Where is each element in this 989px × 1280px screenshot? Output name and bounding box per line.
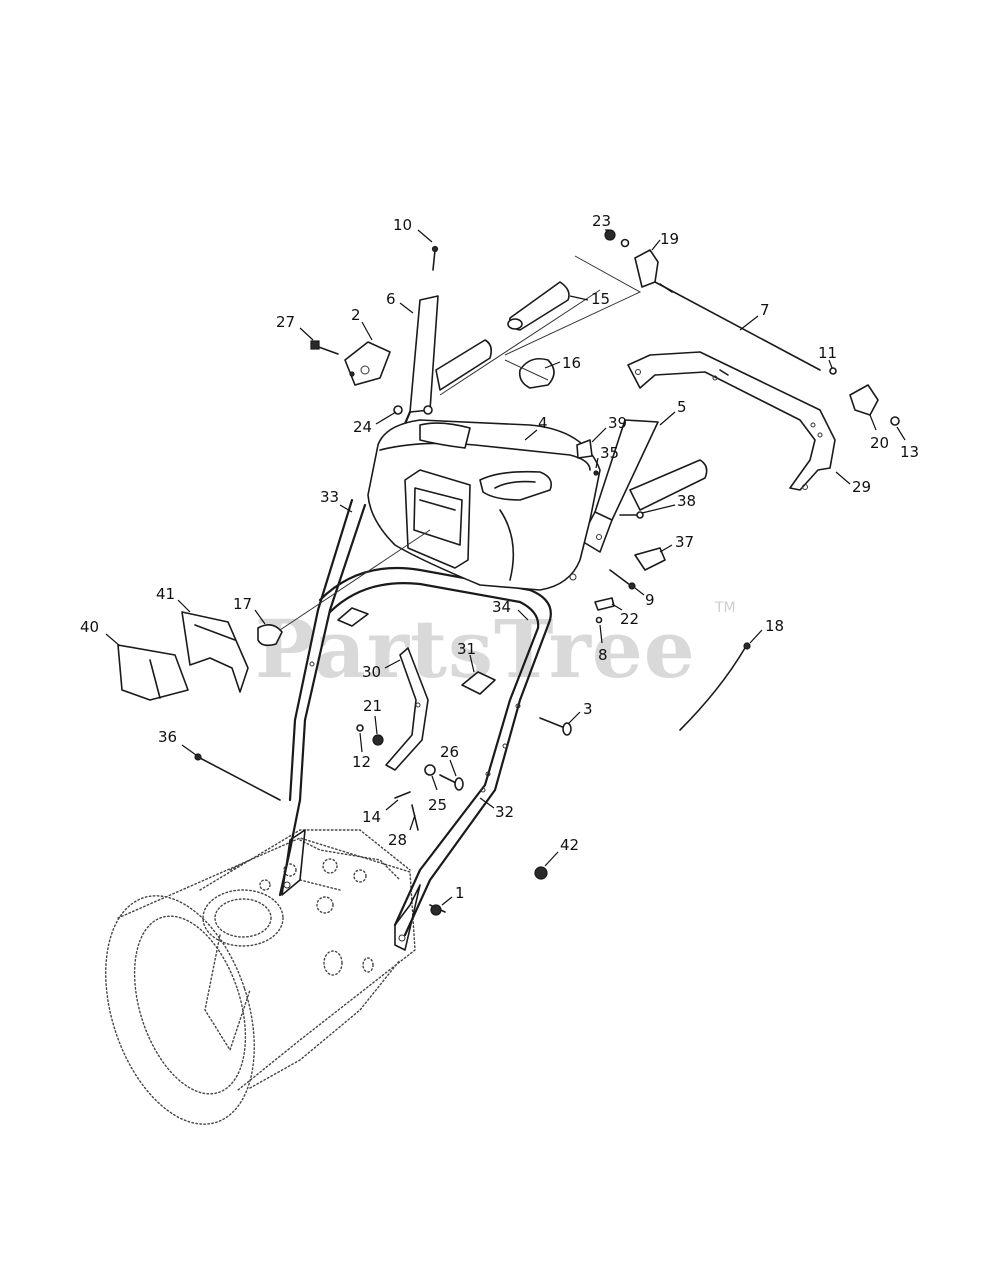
svg-text:3: 3 [583,700,593,718]
callout-3: 3 [567,700,593,725]
callout-39: 39 [591,414,627,443]
small-parts [117,229,900,916]
callout-38: 38 [641,492,696,514]
callout-7: 7 [739,301,770,331]
callout-35: 35 [595,444,619,469]
callout-31: 31 [457,640,476,673]
svg-text:13: 13 [900,443,919,461]
svg-text:26: 26 [440,743,459,761]
svg-text:31: 31 [457,640,476,658]
callout-29: 29 [835,471,871,496]
callout-36: 36 [158,728,197,756]
svg-text:9: 9 [645,591,655,609]
callout-42: 42 [544,836,579,867]
svg-text:5: 5 [677,398,687,416]
svg-text:20: 20 [870,434,889,452]
callout-37: 37 [659,533,694,553]
svg-text:22: 22 [620,610,639,628]
svg-text:24: 24 [353,418,372,436]
callout-30: 30 [362,659,401,681]
callouts: 1 2 3 4 5 6 7 8 9 10 11 12 13 14 15 16 1… [80,212,919,906]
callout-17: 17 [233,595,266,625]
dash-panel [367,419,602,591]
svg-text:1: 1 [455,884,465,902]
callout-16: 16 [544,354,581,372]
svg-text:17: 17 [233,595,252,613]
svg-text:12: 12 [352,753,371,771]
callout-10: 10 [393,216,433,243]
svg-text:15: 15 [591,290,610,308]
svg-text:32: 32 [495,803,514,821]
svg-text:40: 40 [80,618,99,636]
callout-22: 22 [611,603,639,628]
callout-27: 27 [276,313,314,341]
svg-text:6: 6 [386,290,396,308]
svg-text:41: 41 [156,585,175,603]
svg-text:19: 19 [660,230,679,248]
svg-text:38: 38 [677,492,696,510]
callout-19: 19 [651,230,679,251]
callout-11: 11 [818,344,837,369]
callout-20: 20 [869,414,889,452]
callout-24: 24 [353,411,397,436]
callout-32: 32 [479,797,514,821]
callout-13: 13 [896,426,919,461]
svg-text:33: 33 [320,488,339,506]
svg-text:8: 8 [598,646,608,664]
svg-text:2: 2 [351,306,361,324]
shift-rod-assembly [337,607,496,771]
callout-21: 21 [363,697,382,735]
svg-text:16: 16 [562,354,581,372]
callout-15: 15 [569,290,610,308]
svg-text:35: 35 [600,444,619,462]
svg-text:10: 10 [393,216,412,234]
svg-text:4: 4 [538,414,548,432]
svg-text:11: 11 [818,344,837,362]
svg-text:25: 25 [428,796,447,814]
svg-text:34: 34 [492,598,511,616]
svg-text:21: 21 [363,697,382,715]
callout-4: 4 [524,414,548,441]
svg-text:23: 23 [592,212,611,230]
callout-5: 5 [659,398,687,426]
callout-12: 12 [352,732,371,771]
callout-8: 8 [598,624,608,664]
callout-18: 18 [749,617,784,644]
svg-text:18: 18 [765,617,784,635]
callout-2: 2 [351,306,373,341]
svg-text:14: 14 [362,808,381,826]
watermark-trademark: TM [714,600,736,616]
callout-14: 14 [362,799,399,826]
svg-text:42: 42 [560,836,579,854]
svg-text:37: 37 [675,533,694,551]
callout-40: 40 [80,618,121,647]
callout-26: 26 [440,743,459,777]
svg-text:29: 29 [852,478,871,496]
svg-text:39: 39 [608,414,627,432]
handle-bar-29 [627,351,836,491]
svg-text:27: 27 [276,313,295,331]
callout-41: 41 [156,585,191,613]
callout-33: 33 [320,488,353,513]
svg-text:36: 36 [158,728,177,746]
auger-housing [105,829,416,1125]
projection-lines [279,255,642,631]
svg-text:30: 30 [362,663,381,681]
svg-text:28: 28 [388,831,407,849]
callout-25: 25 [428,775,447,814]
svg-text:7: 7 [760,301,770,319]
callout-23: 23 [592,212,611,231]
callout-28: 28 [388,814,416,849]
callout-34: 34 [492,598,529,621]
callout-1: 1 [441,884,465,906]
callout-6: 6 [386,290,414,314]
callout-9: 9 [634,587,655,609]
